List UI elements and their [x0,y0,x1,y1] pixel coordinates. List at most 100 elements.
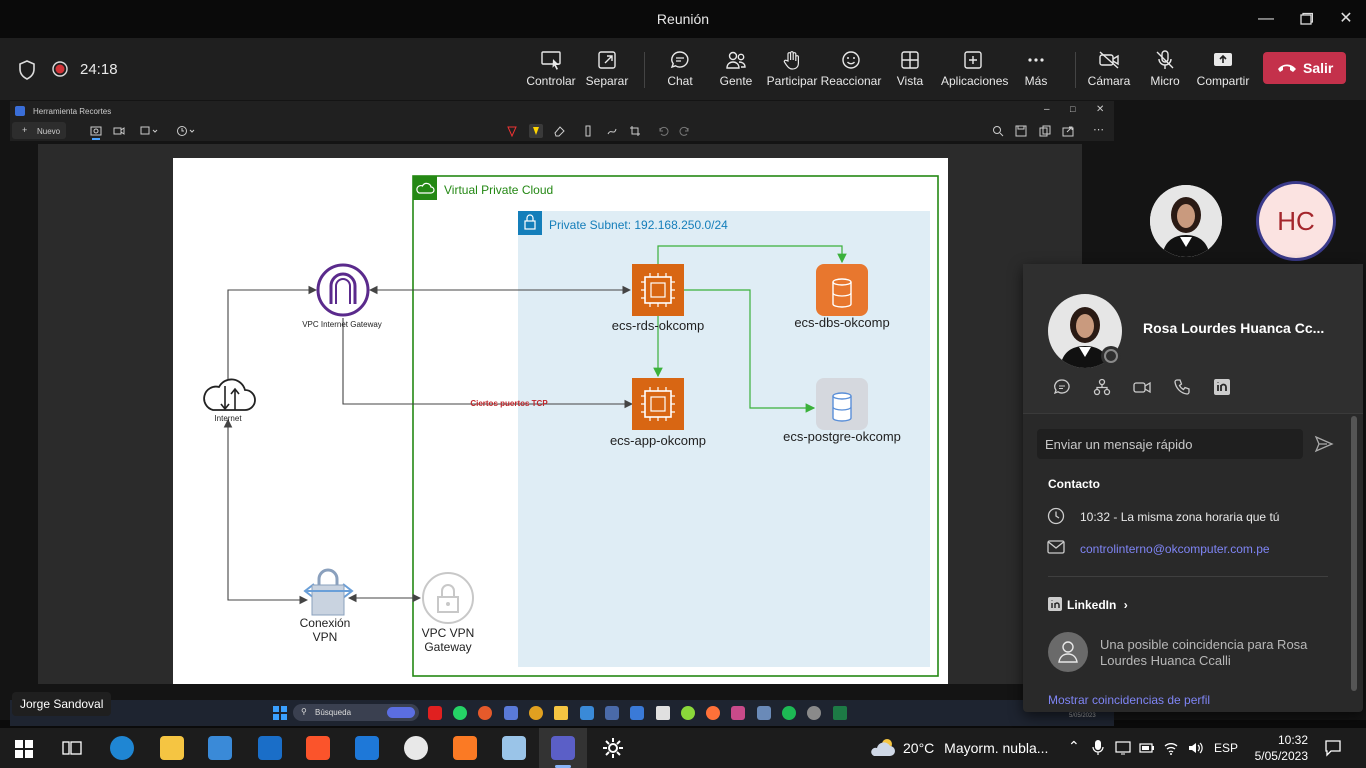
video-call-icon[interactable] [1133,378,1151,396]
snip-new-button[interactable]: + Nuevo [12,122,66,139]
card-scrollbar[interactable] [1351,416,1357,691]
linkedin-heading-button[interactable]: LinkedIn › [1067,598,1128,612]
screen-share-tray-icon[interactable] [1115,740,1131,756]
snipping-tool-toolbar: + Nuevo ⋯ [10,121,1114,141]
aplicaciones-button[interactable]: Aplicaciones [941,50,1008,94]
send-icon[interactable] [1314,435,1334,453]
chevron-up-icon[interactable]: ⌃ [1068,738,1080,754]
app-icon[interactable] [502,736,526,760]
snip-more-button[interactable]: ⋯ [1093,124,1104,136]
dbs-label: ecs-dbs-okcomp [794,315,889,330]
app-icon[interactable] [404,736,428,760]
share-icon[interactable] [1062,125,1074,137]
vpc-cloud-icon [416,182,435,194]
undo-icon[interactable] [657,125,669,137]
participant-initials: HC [1259,184,1333,258]
mas-button[interactable]: Más [1004,50,1068,94]
eraser-icon[interactable] [553,125,565,137]
snip-maximize-button[interactable]: □ [1070,104,1076,114]
org-chart-icon[interactable] [1093,378,1111,396]
control-screen-icon [541,51,561,70]
folder-icon [554,706,568,720]
controlar-label: Controlar [526,74,576,88]
language-indicator[interactable]: ESP [1214,741,1239,755]
zoom-icon[interactable] [992,125,1004,137]
notepad-icon [656,706,670,720]
vscode-icon[interactable] [355,736,379,760]
contact-card: Rosa Lourdes Huanca Cc... Enviar un mens… [1023,264,1363,712]
windows-start-icon[interactable] [15,740,33,758]
vpn-connection-icon [303,568,354,616]
touch-write-icon[interactable] [606,125,618,137]
settings-gear-icon[interactable] [601,736,625,760]
participar-button[interactable]: Participar [760,50,824,94]
crop-icon[interactable] [629,125,641,137]
taskbar-date: 5/05/2023 [1254,749,1308,763]
ec2-app-icon [632,378,684,430]
salir-button[interactable]: Salir [1263,52,1346,84]
chat-button[interactable]: Chat [648,50,712,94]
microphone-icon[interactable] [1092,740,1104,756]
participant-hc-avatar[interactable]: HC [1256,181,1336,261]
mas-label: Más [1024,74,1048,88]
taskbar-clock[interactable]: 10:32 5/05/2023 [1248,732,1308,764]
weather-desc: Mayorm. nubla... [944,740,1049,756]
wifi-icon[interactable] [1163,740,1179,756]
video-mode-icon[interactable] [113,126,125,136]
windows-start-icon [273,706,287,720]
linkedin-match-avatar [1048,632,1088,672]
person-icon [1058,641,1078,663]
separar-button[interactable]: Separar [575,50,639,94]
show-matches-link[interactable]: Mostrar coincidencias de perfil [1048,693,1211,707]
ruler-icon[interactable] [584,125,592,137]
battery-icon[interactable] [1139,741,1155,755]
gente-button[interactable]: Gente [704,50,768,94]
postgre-label: ecs-postgre-okcomp [783,429,901,444]
controlar-button[interactable]: Controlar [519,50,583,94]
contact-timezone: 10:32 - La misma zona horaria que tú [1080,510,1280,524]
weather-icon[interactable] [870,736,898,760]
snip-close-button[interactable]: ✕ [1096,104,1105,115]
minimize-button[interactable]: — [1258,10,1274,27]
redo-icon[interactable] [679,125,691,137]
xampp-icon[interactable] [453,736,477,760]
camara-button[interactable]: Cámara [1077,50,1141,94]
file-explorer-icon[interactable] [160,736,184,760]
snip-minimize-button[interactable]: – [1044,104,1050,115]
edge-icon[interactable] [110,736,134,760]
participant-avatar[interactable] [1150,185,1222,257]
quick-message-placeholder: Enviar un mensaje rápido [1045,437,1193,452]
firefox-icon [706,706,720,720]
task-view-icon[interactable] [62,739,82,757]
copy-icon[interactable] [1039,125,1051,137]
phone-icon[interactable] [1173,378,1191,396]
red-pen-icon[interactable] [506,125,518,137]
linkedin-icon[interactable] [1213,378,1231,396]
vista-button[interactable]: Vista [878,50,942,94]
contact-email-link[interactable]: controlinterno@okcomputer.com.pe [1080,542,1270,556]
pop-out-icon [598,51,616,69]
mail-icon[interactable] [258,736,282,760]
vpc-boundary [412,175,939,677]
snip-shape-icon[interactable] [140,126,160,136]
chat-icon[interactable] [1053,378,1071,396]
save-icon[interactable] [1015,125,1027,137]
notifications-icon[interactable] [1324,739,1342,757]
close-window-button[interactable]: ✕ [1339,10,1353,27]
reaccionar-button[interactable]: Reaccionar [819,50,883,94]
volume-icon[interactable] [1187,740,1203,756]
weather-widget[interactable]: 20°C Mayorm. nubla... [903,740,1048,756]
maximize-button[interactable] [1294,8,1318,30]
ec2-rds-icon [632,264,684,316]
highlighter-icon[interactable] [529,124,543,138]
screenshot-mode-icon[interactable] [90,125,102,137]
database-dbs-icon [816,264,868,316]
brave-icon[interactable] [306,736,330,760]
timer-icon[interactable] [176,125,198,137]
quick-message-input[interactable]: Enviar un mensaje rápido [1037,429,1303,459]
compartir-button[interactable]: Compartir [1191,50,1255,94]
micro-button[interactable]: Micro [1133,50,1197,94]
settings-icon [807,706,821,720]
store-icon[interactable] [208,736,232,760]
teams-active-tab[interactable] [539,728,587,768]
